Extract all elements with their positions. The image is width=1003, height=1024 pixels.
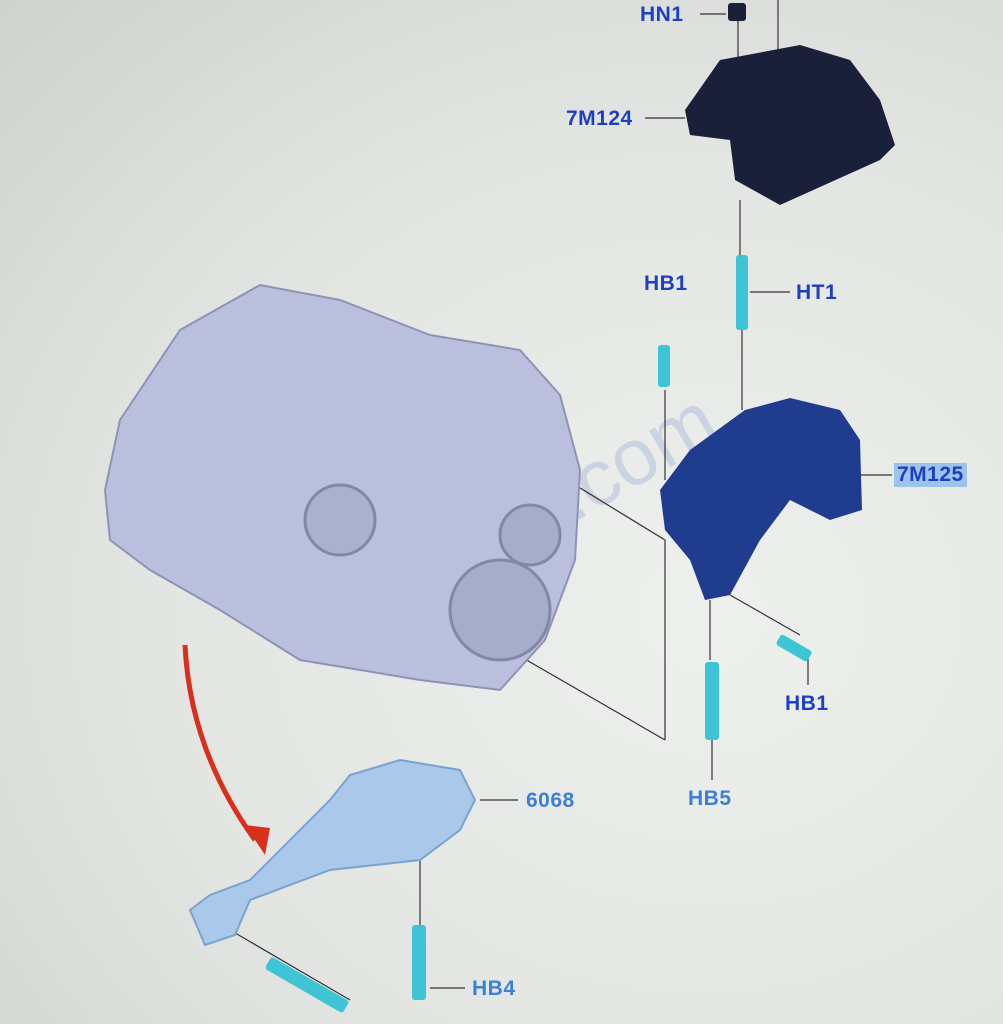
bolt-hb1-bottom (776, 634, 812, 662)
red-arrow (182, 644, 258, 842)
label-ht1[interactable]: HT1 (796, 281, 838, 304)
label-hb1-bottom[interactable]: HB1 (785, 692, 829, 715)
bolt-ht1 (736, 255, 748, 330)
bracket-7m125 (660, 398, 862, 600)
label-hb4[interactable]: HB4 (472, 977, 516, 1000)
upper-mount-7m124 (685, 45, 895, 205)
torque-rod-6068 (188, 758, 477, 947)
bolt-hb1-top (658, 345, 670, 387)
red-arrow-head (245, 825, 270, 855)
transmission-bore (448, 558, 552, 662)
label-7m124[interactable]: 7M124 (566, 107, 633, 130)
bolt-hb4 (412, 925, 426, 1000)
label-7m125[interactable]: 7M125 (894, 463, 967, 487)
transmission-bore (498, 503, 562, 567)
bolts (265, 3, 812, 1013)
bolt-hb5 (705, 662, 719, 740)
label-hb1-top[interactable]: HB1 (644, 272, 688, 295)
label-6068[interactable]: 6068 (526, 789, 575, 812)
label-hn1[interactable]: HN1 (640, 3, 684, 26)
label-hb5[interactable]: HB5 (688, 787, 732, 810)
bolt-rear (265, 957, 349, 1013)
transmission-port (303, 483, 377, 557)
bolt-hn1 (728, 3, 746, 21)
